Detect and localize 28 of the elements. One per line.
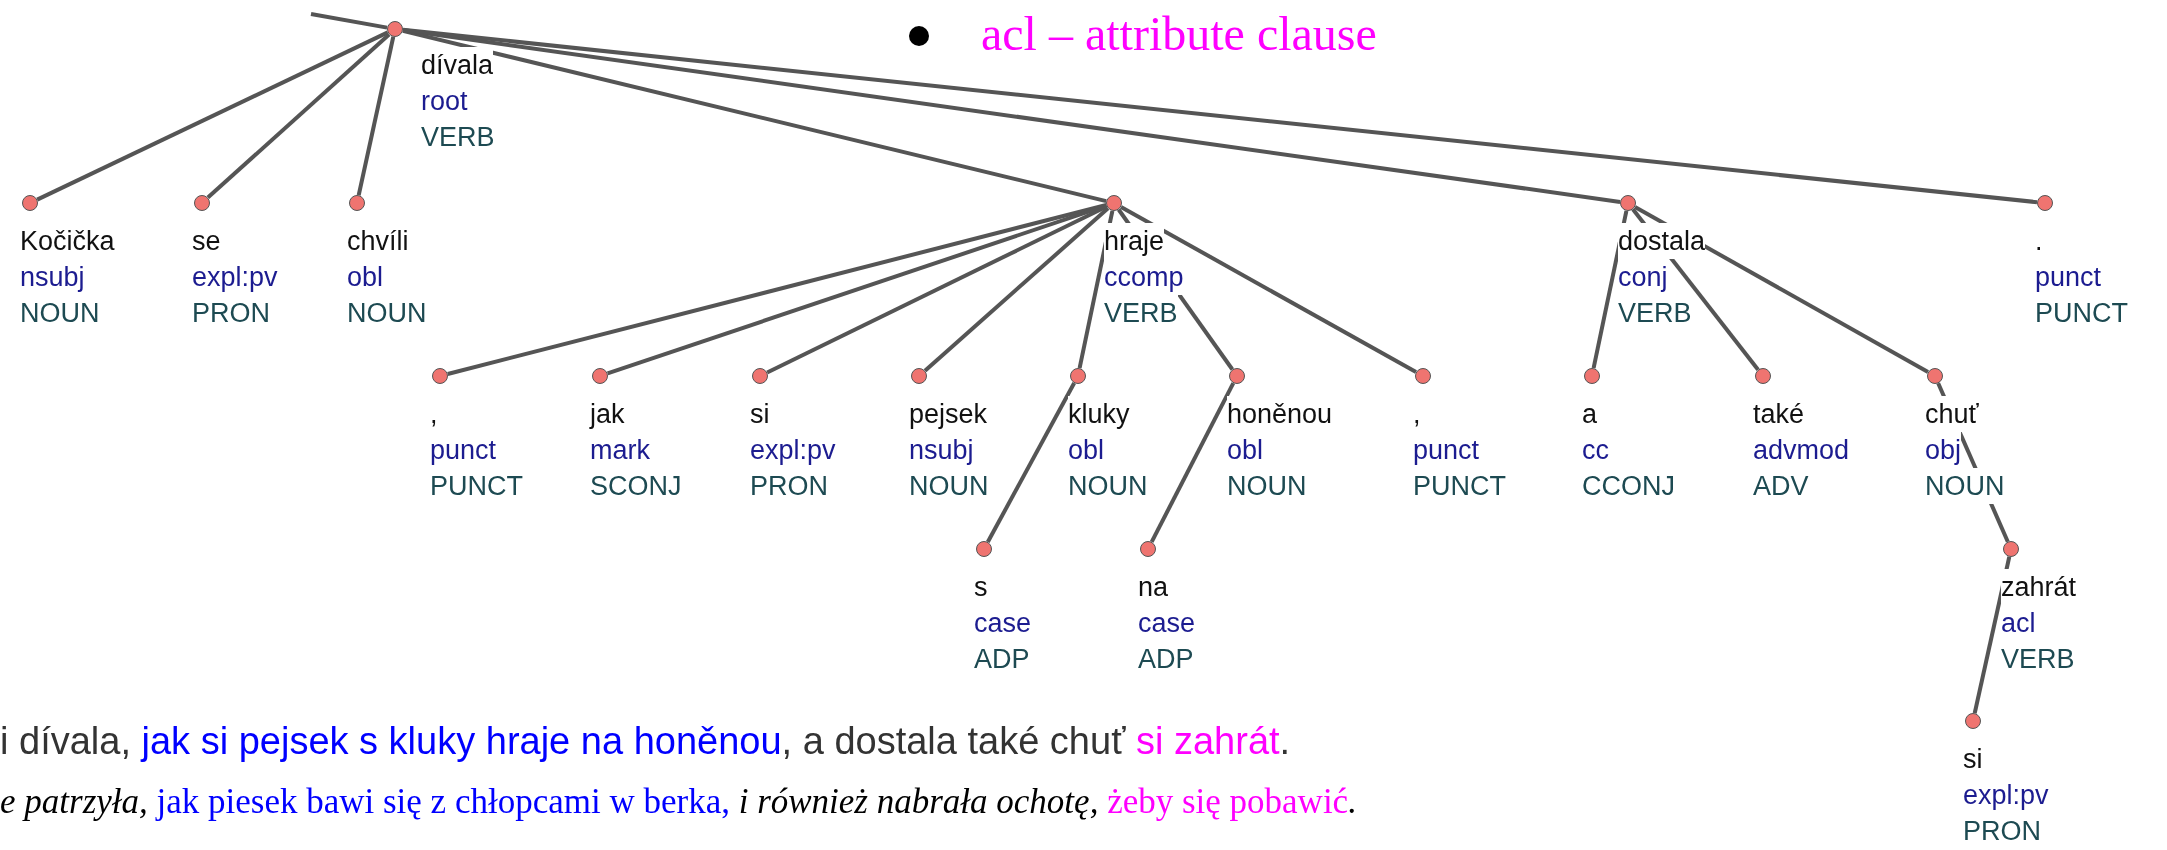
- dependency-line: [986, 382, 1076, 543]
- relation-text: conj: [1618, 259, 1668, 295]
- dependency-line: [402, 27, 2038, 205]
- word-text: kluky: [1068, 396, 1130, 432]
- dependency-line: [356, 36, 396, 196]
- sentence-text: i dívala, jak si pejsek s kluky hraje na honěnou, a dostala také chuť si zahrát.: [0, 720, 1291, 763]
- dependency-line: [766, 204, 1108, 375]
- pos-tag-text: NOUN: [1925, 468, 2005, 504]
- dependency-line: [606, 203, 1108, 376]
- dependency-line: [36, 30, 389, 202]
- dependency-line: [1120, 205, 1417, 374]
- dependency-line: [1591, 210, 1629, 369]
- dependency-line: [206, 32, 391, 200]
- word-text: chuť: [1925, 396, 1979, 432]
- relation-text: ccomp: [1104, 259, 1184, 295]
- dependency-line: [310, 12, 388, 30]
- dependency-line: [923, 206, 1110, 373]
- relation-text: obj: [1925, 432, 1962, 468]
- dependency-line: [1972, 556, 2012, 714]
- word-text: zahrát: [2001, 569, 2077, 605]
- bullet-text: acl – attribute clause: [981, 6, 1377, 61]
- dependency-line: [1149, 382, 1236, 543]
- dependency-line: [1077, 210, 1115, 369]
- sentence-text: e patrzyła, jak piesek bawi się z chłopcami w berka, i również nabrała ochotę, żeby się pobawić.: [0, 782, 1357, 822]
- word-text: dostala: [1618, 223, 1706, 259]
- dependency-line: [447, 203, 1107, 376]
- dependency-line: [1634, 205, 1929, 374]
- word-text: hraje: [1104, 223, 1165, 259]
